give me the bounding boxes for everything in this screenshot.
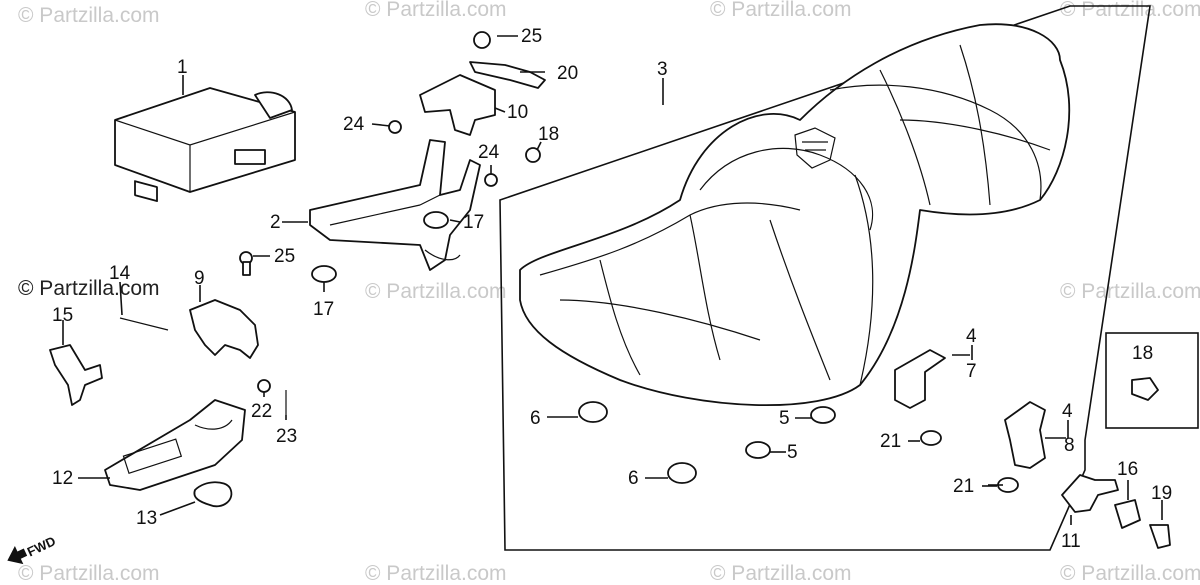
callout-9: 9 [194,268,205,289]
seat-emblem-icon [794,127,836,169]
watermark: © Partzilla.com [18,4,160,27]
callout-14: 14 [109,263,131,284]
fwd-arrow-icon [7,546,28,565]
callout-4: 4 [1062,401,1073,422]
part-20-strap [469,61,546,89]
leader-lines [62,35,1163,525]
part-15-clamp [49,344,103,406]
callout-18: 18 [538,124,559,145]
seat-group-outline [499,5,1151,551]
part-13-clip [193,481,233,508]
callout-5: 5 [779,408,790,429]
callout-2: 2 [270,212,281,233]
callout-22: 22 [251,401,272,422]
watermark: © Partzilla.com [1060,0,1200,21]
callout-16: 16 [1117,459,1138,480]
callout-21: 21 [953,476,974,497]
watermark: © Partzilla.com [365,280,507,303]
callout-6: 6 [628,468,639,489]
watermark-dark: © Partzilla.com [18,277,160,300]
callout-20: 20 [557,63,578,84]
lock-assembly [1061,474,1171,549]
watermark: © Partzilla.com [1060,562,1200,585]
callout-17: 17 [313,299,334,320]
callouts: 1 2 3 4 4 5 5 6 6 7 8 9 10 11 12 13 14 1… [52,26,1172,552]
watermark: © Partzilla.com [710,562,852,585]
seat-drawing [519,23,1071,407]
callout-21: 21 [880,431,901,452]
part-12-tray [104,399,246,491]
callout-13: 13 [136,508,157,529]
callout-25: 25 [521,26,542,47]
watermark: © Partzilla.com [1060,280,1200,303]
part-8-bracket [1004,401,1046,469]
callout-18: 18 [1132,343,1153,364]
watermarks: © Partzilla.com © Partzilla.com © Partzi… [18,0,1200,585]
callout-19: 19 [1151,483,1172,504]
part-2-bracket [309,139,481,271]
part-10-bracket [419,74,496,136]
callout-7: 7 [966,361,977,382]
watermark: © Partzilla.com [365,562,507,585]
callout-10: 10 [507,102,528,123]
callout-6: 6 [530,408,541,429]
fwd-label: FWD [25,533,58,559]
part-7-bracket [894,349,946,409]
callout-24: 24 [343,114,365,135]
part-9-bracket [189,299,259,359]
callout-5: 5 [787,442,798,463]
callout-11: 11 [1061,531,1081,552]
callout-17: 17 [463,212,484,233]
part-14-rod [119,317,169,331]
callout-4: 4 [966,326,977,347]
callout-25: 25 [274,246,295,267]
watermark: © Partzilla.com [710,0,852,21]
callout-23: 23 [276,426,297,447]
callout-15: 15 [52,305,73,326]
callout-24: 24 [478,142,500,163]
callout-3: 3 [657,59,668,80]
watermark: © Partzilla.com [18,562,160,585]
callout-12: 12 [52,468,73,489]
part-18-bolt [1131,377,1159,401]
callout-1: 1 [177,57,188,78]
callout-8: 8 [1064,435,1075,456]
watermark: © Partzilla.com [365,0,507,21]
inset-box [1105,332,1199,429]
part-1-control-unit [114,87,296,202]
